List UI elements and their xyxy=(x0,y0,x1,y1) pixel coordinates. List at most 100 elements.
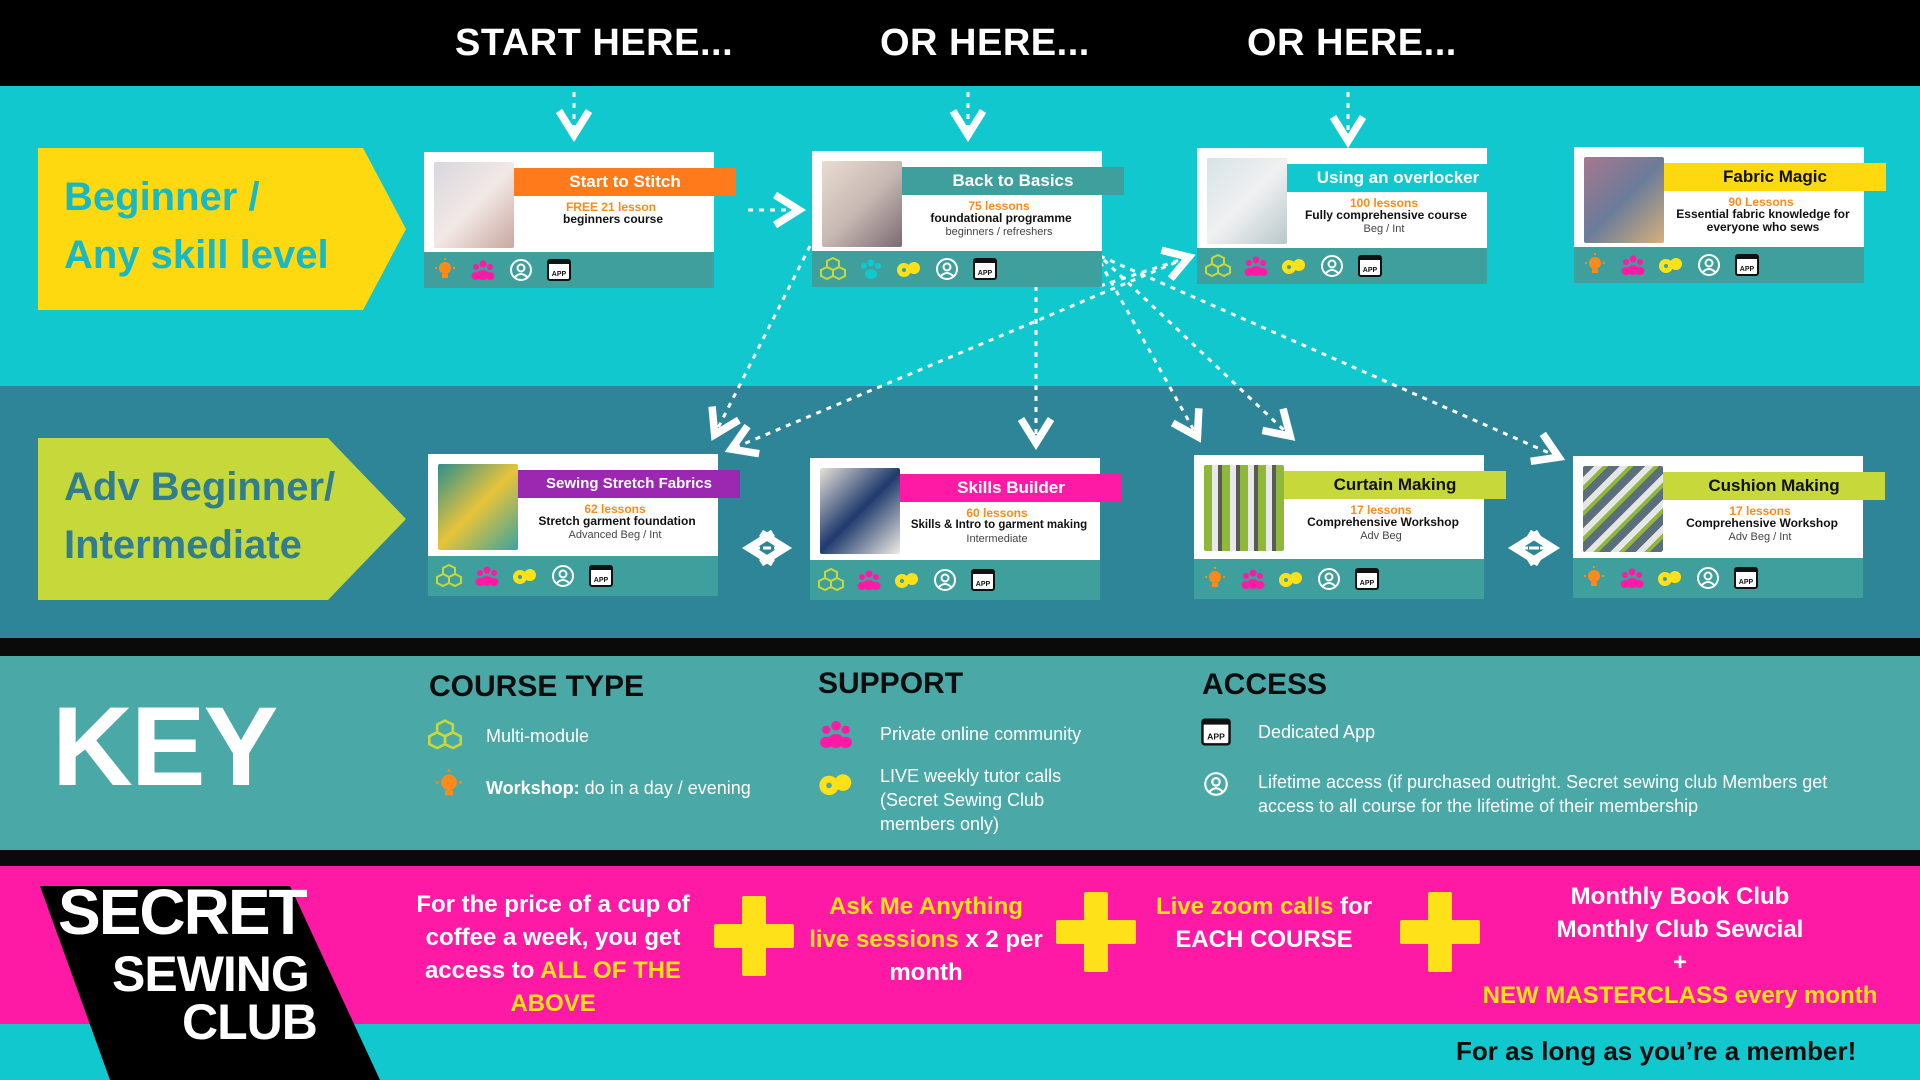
app-icon: APP xyxy=(1201,718,1231,746)
course-card-curtain[interactable]: Curtain Making 17 lessons Comprehensive … xyxy=(1194,455,1506,599)
lifetime-icon xyxy=(510,259,532,281)
course-card-cushion[interactable]: Cushion Making 17 lessons Comprehensive … xyxy=(1573,456,1885,598)
bulb-icon xyxy=(435,769,463,796)
price-line-3a: access to xyxy=(424,957,541,984)
course-desc: Fully comprehensive course xyxy=(1304,208,1468,222)
adv-label-2: Intermediate xyxy=(64,523,302,567)
course-card-skills-builder[interactable]: Skills Builder 60 lessons Skills & Intro… xyxy=(810,458,1122,600)
price-line-3: access to ALL OF THE xyxy=(398,954,708,987)
course-card-overlocker[interactable]: Using an overlocker 100 lessons Fully co… xyxy=(1197,148,1509,284)
community-icon xyxy=(857,570,881,590)
course-icons: APP xyxy=(1194,559,1484,599)
app-icon: APP xyxy=(1355,568,1379,590)
book-line-3: + xyxy=(1672,949,1687,976)
live-calls-line-3: members only) xyxy=(880,814,1000,834)
start-here-label: START HERE... xyxy=(455,22,734,64)
course-card-stretch[interactable]: Sewing Stretch Fabrics 62 lessons Stretc… xyxy=(428,454,740,596)
community-icon xyxy=(471,260,495,280)
support-heading: SUPPORT xyxy=(818,667,964,700)
live-call-icon xyxy=(513,569,536,584)
course-card-back-to-basics[interactable]: Back to Basics 75 lessons foundational p… xyxy=(812,151,1124,287)
workshop-label-bold: Workshop: xyxy=(486,778,580,798)
multi-module-icon xyxy=(820,256,846,281)
app-icon: APP xyxy=(547,259,571,281)
svg-text:APP: APP xyxy=(1739,579,1754,586)
multi-module-icon xyxy=(436,563,462,588)
course-title: Using an overlocker xyxy=(1287,164,1509,192)
live-calls-line-1: LIVE weekly tutor calls xyxy=(880,766,1062,786)
book-line-2: Monthly Club Sewcial xyxy=(1556,916,1804,943)
live-call-icon xyxy=(897,262,920,277)
club-logo-3: CLUB xyxy=(182,994,318,1050)
course-lessons: 60 lessons xyxy=(966,506,1028,520)
community-icon xyxy=(1620,568,1644,588)
bulb-icon xyxy=(435,258,455,278)
price-line-1: For the price of a cup of xyxy=(416,891,690,918)
course-desc: Comprehensive Workshop xyxy=(1307,515,1459,529)
bulb-icon xyxy=(1584,566,1604,586)
course-lessons: 17 lessons xyxy=(1350,503,1412,517)
ama-line-2b: x 2 per xyxy=(958,926,1043,953)
course-card-start-to-stitch[interactable]: Start to Stitch FREE 21 lesson beginners… xyxy=(424,152,736,288)
community-icon xyxy=(861,259,881,279)
course-desc: beginners course xyxy=(562,212,664,226)
ama-text: Ask Me Anything live sessions x 2 per mo… xyxy=(800,890,1052,989)
bulb-icon xyxy=(1585,253,1605,273)
course-type-heading: COURSE TYPE xyxy=(429,670,645,703)
workshop-label-rest: do in a day / evening xyxy=(579,778,751,798)
live-call-icon xyxy=(1658,571,1681,586)
course-icons: APP xyxy=(428,556,718,596)
ama-line-2: live sessions x 2 per xyxy=(800,923,1052,956)
divider-2 xyxy=(0,850,1920,866)
book-club-text: Monthly Book Club Monthly Club Sewcial +… xyxy=(1470,880,1890,1012)
ama-line-2a: live sessions xyxy=(809,926,959,953)
course-icons: APP xyxy=(810,560,1100,600)
app-icon: APP xyxy=(973,258,997,280)
course-lessons: 17 lessons xyxy=(1729,504,1791,518)
course-desc: Comprehensive Workshop xyxy=(1686,516,1838,530)
ama-line-1: Ask Me Anything xyxy=(829,893,1023,920)
course-photo xyxy=(438,464,518,550)
live-call-icon xyxy=(1659,258,1682,273)
plus-icon xyxy=(1056,892,1136,972)
course-desc: Essential fabric knowledge for everyone … xyxy=(1676,207,1850,234)
community-icon xyxy=(475,566,499,586)
club-logo-2: SEWING xyxy=(112,946,310,1002)
price-line-2: coffee a week, you get xyxy=(425,924,681,951)
plus-icon xyxy=(1400,892,1480,972)
plus-icon xyxy=(714,896,794,976)
bulb-icon xyxy=(1205,567,1225,587)
course-photo xyxy=(1583,466,1663,552)
ama-line-3: month xyxy=(889,959,963,986)
community-icon xyxy=(820,720,852,748)
course-icons: APP xyxy=(812,251,1102,287)
club-logo-1: SECRET xyxy=(58,876,308,948)
course-photo xyxy=(1207,158,1287,244)
course-title: Skills Builder xyxy=(900,474,1122,502)
zoom-line-2: EACH COURSE xyxy=(1175,926,1353,953)
course-icons: APP xyxy=(1573,558,1863,598)
course-title: Fabric Magic xyxy=(1664,163,1886,191)
course-icons: APP xyxy=(1197,248,1487,284)
zoom-line-1a: Live zoom calls xyxy=(1155,893,1334,920)
course-level: Intermediate xyxy=(966,533,1028,545)
book-line-4: NEW MASTERCLASS every month xyxy=(1482,982,1878,1009)
book-line-1: Monthly Book Club xyxy=(1570,883,1790,910)
course-icons: APP xyxy=(1574,247,1864,283)
course-photo xyxy=(1204,465,1284,551)
app-icon: APP xyxy=(971,569,995,591)
divider xyxy=(0,638,1920,656)
app-icon: APP xyxy=(1735,254,1759,276)
course-title: Cushion Making xyxy=(1663,472,1885,500)
course-lessons: 62 lessons xyxy=(584,502,646,516)
lifetime-line-2: access to all course for the lifetime of… xyxy=(1258,796,1699,816)
course-photo xyxy=(820,468,900,554)
lifetime-icon xyxy=(1204,772,1228,796)
svg-text:APP: APP xyxy=(1740,266,1755,273)
workshop-label: Workshop: do in a day / evening xyxy=(486,776,751,800)
live-calls-line-2: (Secret Sewing Club xyxy=(880,790,1045,810)
course-card-fabric-magic[interactable]: Fabric Magic 90 Lessons Essential fabric… xyxy=(1574,147,1886,283)
live-call-icon xyxy=(819,774,852,796)
svg-text:APP: APP xyxy=(1207,731,1225,741)
live-call-icon xyxy=(895,573,918,588)
